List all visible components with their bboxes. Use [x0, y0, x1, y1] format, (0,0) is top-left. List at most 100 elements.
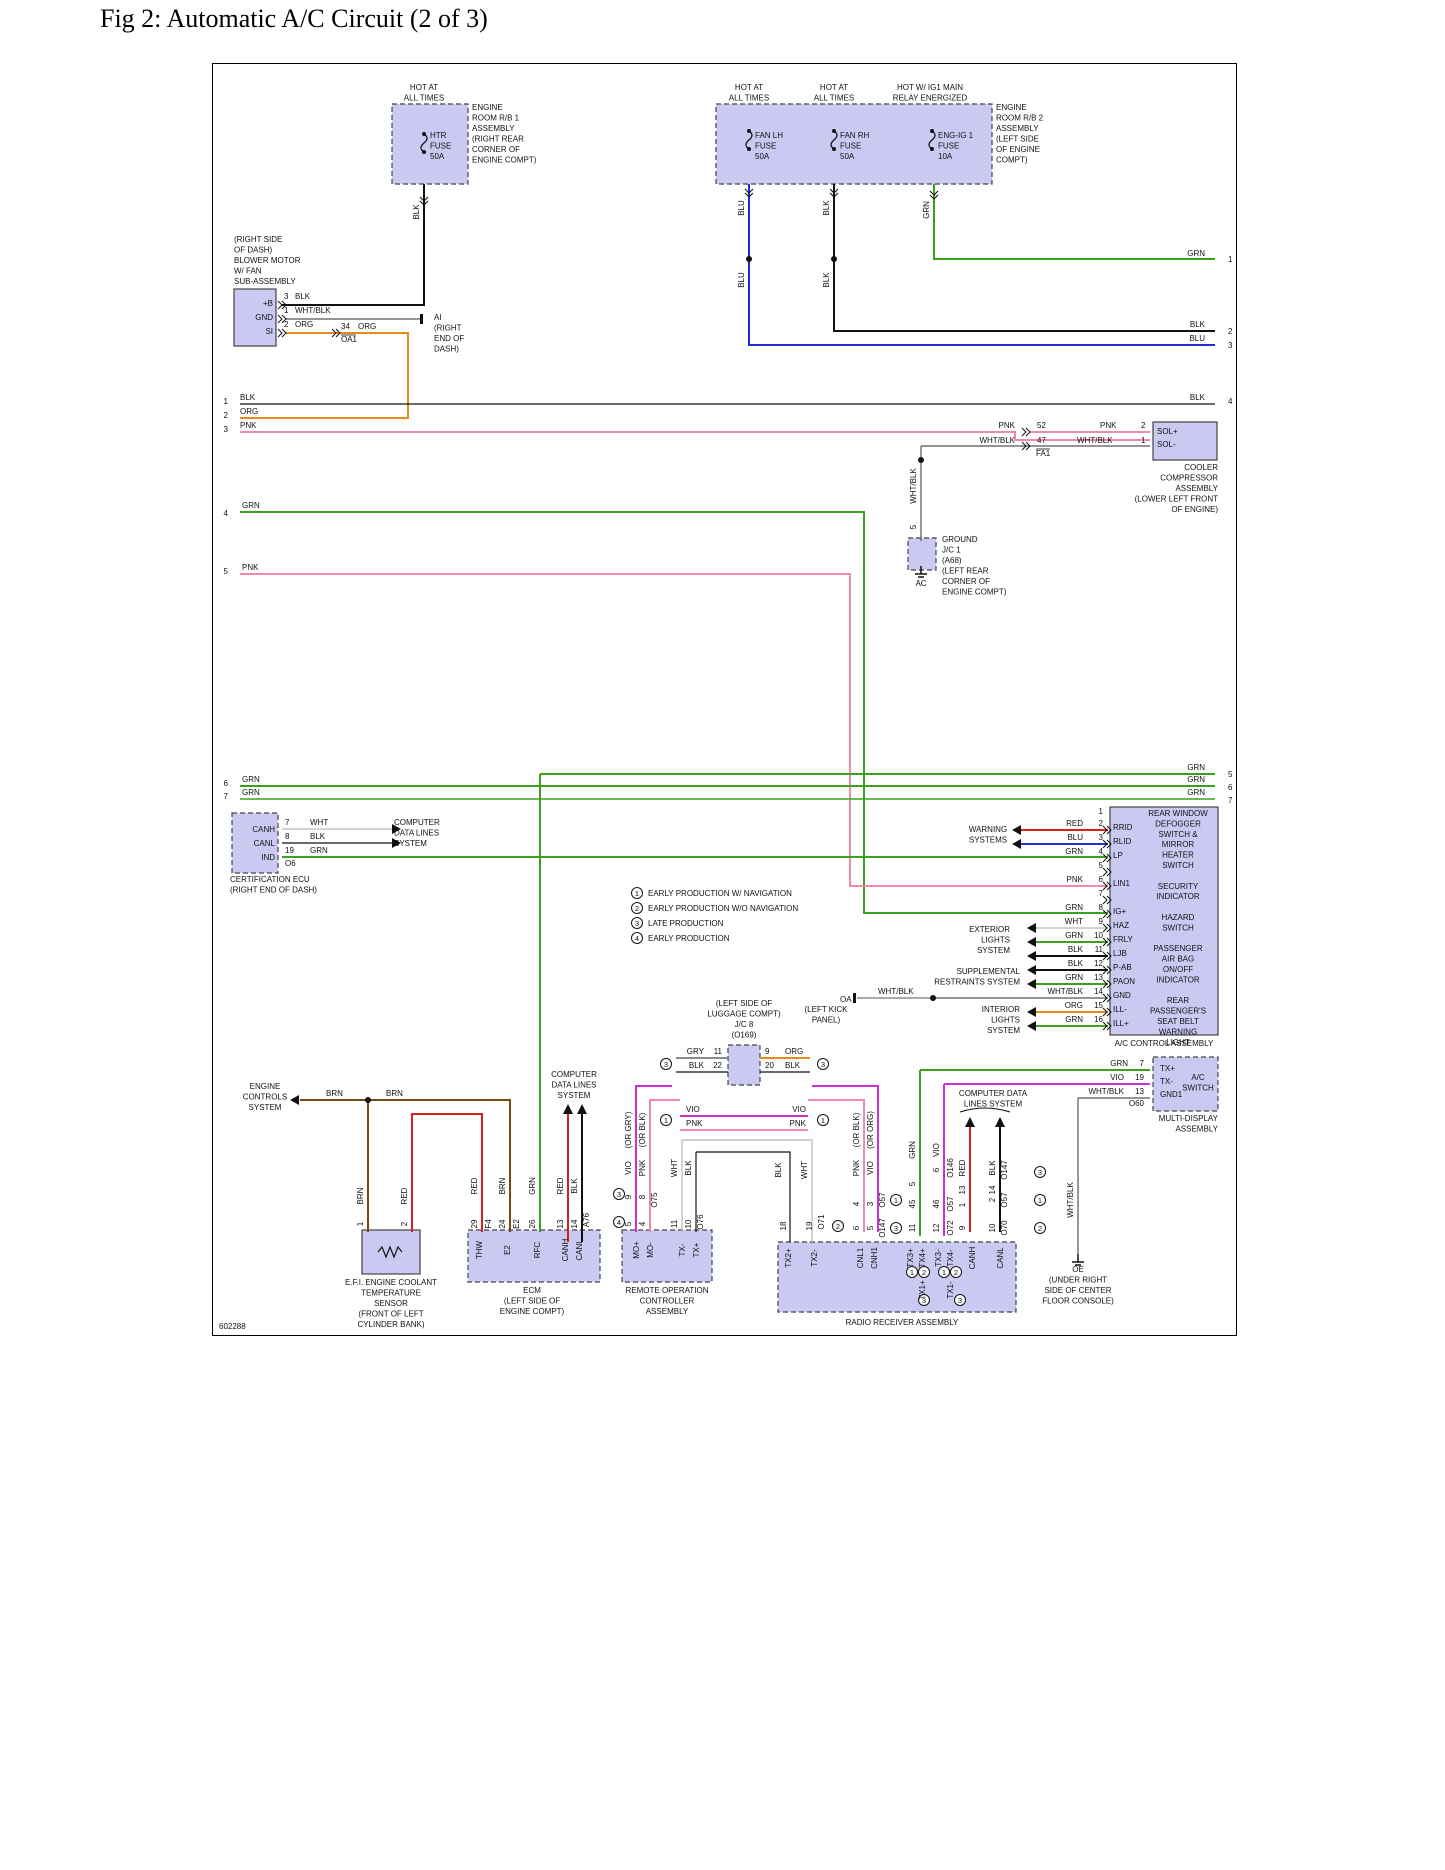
connector-icon [744, 188, 754, 198]
label: WHT/BLK [909, 468, 918, 504]
bracket-icon [959, 1107, 1011, 1113]
label: REAR WINDOW [1148, 809, 1208, 818]
label: O57 [1000, 1192, 1009, 1208]
diagram-frame [212, 63, 1237, 1336]
label: GRN [1065, 973, 1083, 982]
label: SYSTEM [394, 839, 427, 848]
label: 8 [1099, 903, 1104, 912]
label: PASSENGER'S [1150, 1007, 1206, 1016]
label: BRN [386, 1089, 403, 1098]
connector-icon [277, 328, 287, 338]
option-marker-number: 3 [1038, 1168, 1042, 1177]
option-marker-icon [832, 1220, 844, 1232]
label: 22 [713, 1061, 722, 1070]
label: 45 [908, 1199, 917, 1208]
left-ref-number: 5 [224, 567, 229, 576]
option-marker-number: 1 [910, 1268, 914, 1277]
splice-dot [746, 256, 752, 262]
option-marker-icon [613, 1216, 625, 1228]
label: ON/OFF [1163, 965, 1193, 974]
ac-pin-label: ILL+ [1113, 1019, 1129, 1028]
label: FUSE [840, 142, 861, 151]
label: RESTRAINTS SYSTEM [934, 978, 1020, 987]
option-marker-icon [1034, 1166, 1046, 1178]
label: WHT [800, 1161, 809, 1179]
label: 6 [852, 1225, 861, 1230]
connector-icon [1021, 441, 1031, 451]
wire-blk [696, 1151, 791, 1230]
label: MULTI-DISPLAY [1159, 1114, 1219, 1123]
label: LIGHTS [991, 1016, 1020, 1025]
label: 8 [285, 832, 290, 841]
option-marker-number: 3 [922, 1296, 926, 1305]
label: GRN [528, 1177, 537, 1195]
option-marker-number: 1 [942, 1268, 946, 1277]
label: BLK [240, 393, 256, 402]
label: FAN RH [840, 131, 870, 140]
label: PNK [1100, 421, 1117, 430]
wire-org [240, 332, 409, 419]
label: WHT [670, 1159, 679, 1177]
label: SENSOR [374, 1299, 408, 1308]
connector-icon [1102, 979, 1112, 989]
legend-text: EARLY PRODUCTION [648, 934, 730, 943]
label: BRN [356, 1187, 365, 1204]
label: 1 [1099, 807, 1104, 816]
option-marker-icon [660, 1058, 672, 1070]
label: O6 [285, 859, 296, 868]
label: BLK [785, 1061, 801, 1070]
fuse-icon [422, 132, 426, 136]
label: GRN [242, 775, 260, 784]
option-marker-icon [660, 1114, 672, 1126]
label: ROOM R/B 1 [472, 114, 520, 123]
ac-pin-label: LJB [1113, 949, 1127, 958]
label: 14 [570, 1219, 579, 1228]
option-marker-number: 3 [664, 1060, 668, 1069]
option-marker-icon [938, 1266, 950, 1278]
arrow-up-icon [563, 1104, 573, 1114]
label: 12 [932, 1223, 941, 1232]
radio-receiver-assembly-box [777, 1241, 1017, 1313]
label: A/C CONTROL ASSEMBLY [1115, 1039, 1214, 1048]
label: GRN [1110, 1059, 1128, 1068]
label: TX1- [946, 1281, 955, 1299]
fuse-icon [832, 147, 836, 151]
label: BLK [310, 832, 326, 841]
arrow-right-icon [392, 824, 401, 834]
jc8-box [727, 1044, 761, 1086]
label: GND [255, 313, 273, 322]
label: 11 [908, 1223, 917, 1232]
label: 11 [1095, 945, 1104, 954]
label: ORG [358, 322, 376, 331]
wire-pnk [649, 1099, 680, 1232]
ac-switch-box [1152, 1056, 1219, 1112]
wire-pnk [240, 431, 1150, 441]
option-marker-number: 1 [635, 889, 639, 898]
label: CANH [252, 825, 275, 834]
option-marker-number: 2 [836, 1222, 840, 1231]
label: SI [265, 327, 273, 336]
label: MO+ [632, 1241, 641, 1259]
label: 2 [988, 1197, 997, 1202]
figure-id: 602288 [219, 1322, 246, 1331]
label: (FRONT OF LEFT [358, 1310, 423, 1319]
label: (LEFT KICK [805, 1005, 849, 1014]
label: ENGINE [472, 103, 503, 112]
ac-pin-label: HAZ [1113, 921, 1129, 930]
label: 2 [1141, 421, 1146, 430]
label: +B [263, 299, 273, 308]
ac-pin-label: GND [1113, 991, 1131, 1000]
label: BLK [1068, 959, 1084, 968]
option-marker-number: 2 [922, 1268, 926, 1277]
connector-icon [419, 196, 429, 206]
certification-ecu-box [231, 812, 279, 874]
option-marker-icon [631, 902, 643, 914]
label: SEAT BELT [1157, 1017, 1199, 1026]
compressor-box [1152, 421, 1218, 461]
label: ALL TIMES [814, 94, 854, 103]
option-marker-number: 1 [894, 1196, 898, 1205]
label: J/C 8 [735, 1020, 754, 1029]
label: 19 [805, 1221, 814, 1230]
label: ALL TIMES [404, 94, 444, 103]
wire-wht [682, 1139, 813, 1230]
